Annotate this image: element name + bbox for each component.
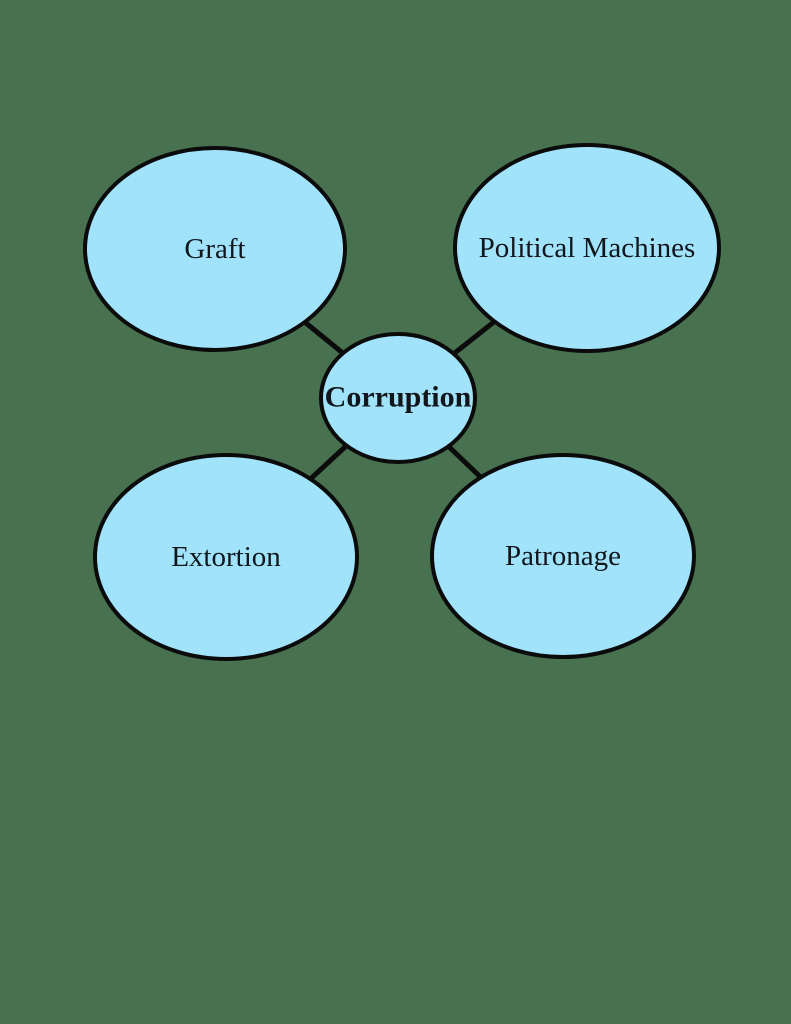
node-graft: Graft [83, 146, 347, 352]
node-political-machines-label: Political Machines [479, 232, 696, 264]
node-patronage-ellipse [430, 453, 696, 659]
node-corruption-ellipse [319, 332, 477, 464]
node-graft-ellipse [83, 146, 347, 352]
node-extortion: Extortion [93, 453, 359, 661]
node-corruption: Corruption [319, 332, 477, 464]
node-graft-label: Graft [184, 233, 245, 265]
node-extortion-ellipse [93, 453, 359, 661]
node-political-machines-ellipse [453, 143, 721, 353]
node-political-machines: Political Machines [453, 143, 721, 353]
node-patronage-label: Patronage [505, 540, 621, 572]
node-patronage: Patronage [430, 453, 696, 659]
node-extortion-label: Extortion [171, 541, 281, 573]
node-corruption-label: Corruption [325, 381, 472, 414]
